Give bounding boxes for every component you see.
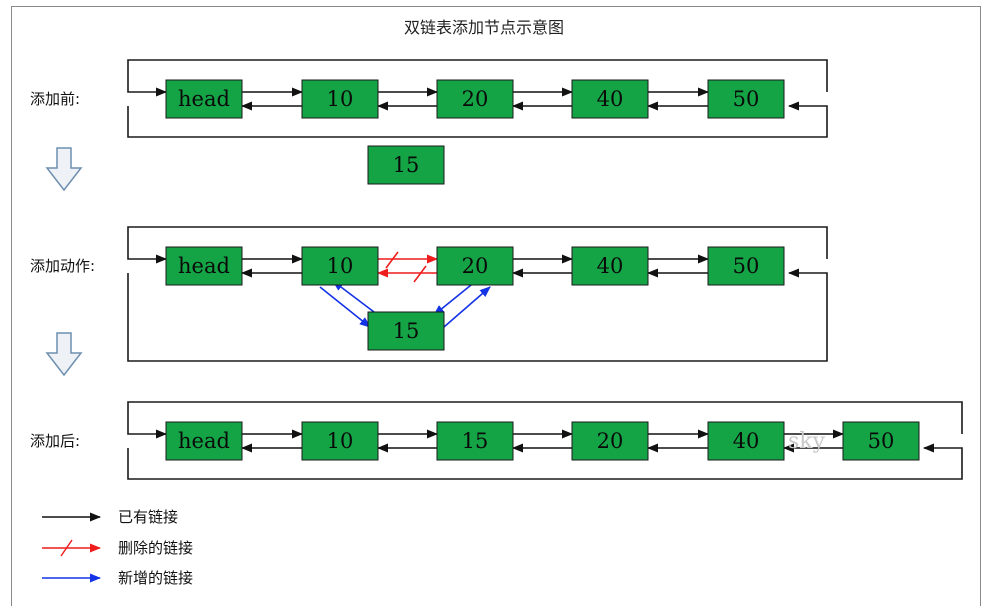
node-label: 40 [597, 87, 624, 111]
node: head [165, 421, 243, 461]
node-label: 15 [462, 429, 489, 453]
loop-link-after-back [127, 443, 963, 480]
node: head [165, 79, 243, 119]
node-label: 15 [393, 153, 420, 177]
node-label: 40 [597, 254, 624, 278]
row-label-action: 添加动作: [30, 257, 95, 275]
node: 10 [301, 421, 379, 461]
node-label: 10 [327, 254, 354, 278]
loop-link-before-back [127, 101, 828, 138]
node-label: 10 [327, 429, 354, 453]
added-link-arrow [443, 286, 491, 328]
node-label: 15 [393, 319, 420, 343]
loop-link-action-back [127, 268, 828, 362]
node-label: head [178, 87, 230, 111]
added-link-arrow [433, 280, 477, 316]
node: 40 [571, 79, 649, 119]
node-label: 50 [733, 87, 760, 111]
legend-label: 新增的链接 [118, 569, 193, 587]
node: 40 [571, 246, 649, 286]
node-label: 40 [733, 429, 760, 453]
node-label: 20 [462, 254, 489, 278]
row-label-after: 添加后: [30, 432, 80, 450]
diagram-frame [11, 6, 981, 606]
node: 50 [842, 421, 920, 461]
node-label: 20 [597, 429, 624, 453]
node: 20 [436, 246, 514, 286]
node: 20 [436, 79, 514, 119]
loop-link-before [127, 59, 828, 97]
deleted-link-slash [385, 251, 399, 269]
node: 15 [436, 421, 514, 461]
node: 40 [707, 421, 785, 461]
node: 50 [707, 79, 785, 119]
loop-link-action [127, 226, 828, 264]
node-inserted: 15 [367, 311, 445, 351]
node-detached: 15 [367, 145, 445, 185]
node: 50 [707, 246, 785, 286]
node-label: 50 [733, 254, 760, 278]
legend-label: 删除的链接 [118, 539, 193, 557]
node-label: 20 [462, 87, 489, 111]
node: 20 [571, 421, 649, 461]
node-label: head [178, 254, 230, 278]
node-label: 50 [868, 429, 895, 453]
node: 10 [301, 246, 379, 286]
legend: 已有链接 删除的链接 新增的链接 [42, 508, 193, 587]
down-arrow-icon [45, 147, 83, 192]
node-label: head [178, 429, 230, 453]
watermark: sky [788, 429, 826, 454]
deleted-link-slash [413, 265, 427, 283]
node-label: 10 [327, 87, 354, 111]
down-arrow-icon [45, 332, 83, 377]
row-label-before: 添加前: [30, 90, 80, 108]
node: head [165, 246, 243, 286]
diagram-title: 双链表添加节点示意图 [404, 18, 564, 37]
added-link-arrow [319, 286, 371, 328]
added-link-arrow [332, 280, 379, 316]
node: 10 [301, 79, 379, 119]
legend-deleted-slash [60, 539, 73, 557]
legend-label: 已有链接 [118, 508, 178, 526]
loop-link-after [127, 401, 963, 439]
